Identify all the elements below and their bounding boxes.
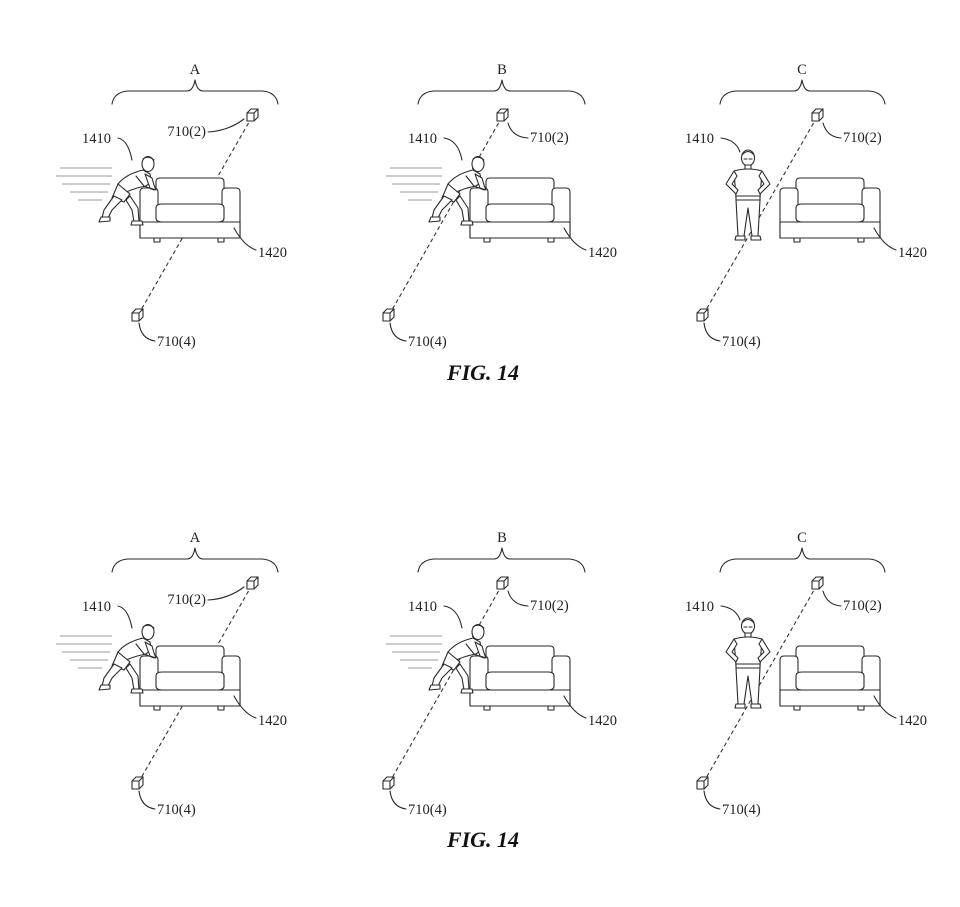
sensor-cube-icon bbox=[246, 576, 259, 590]
panel-label: C bbox=[797, 62, 807, 78]
person-label: 1410 bbox=[82, 599, 111, 615]
sensor-top-label: 710(2) bbox=[843, 130, 882, 146]
leader-line bbox=[117, 137, 133, 161]
sensor-bottom-label: 710(4) bbox=[722, 334, 761, 350]
leader-line bbox=[822, 590, 842, 607]
leader-line bbox=[389, 790, 407, 810]
sensor-top-label: 710(2) bbox=[167, 592, 206, 608]
leader-line bbox=[233, 227, 257, 251]
leader-line bbox=[207, 118, 245, 133]
leader-line bbox=[138, 790, 156, 810]
panel-b-1: B 710(2) 710(4) 1410 1420 bbox=[382, 530, 617, 818]
sensor-cube-icon bbox=[131, 776, 144, 790]
panel-a-1: A 710(2) 710(4) 1410 1420 bbox=[55, 530, 287, 818]
leader-line bbox=[703, 322, 721, 342]
couch-label: 1420 bbox=[588, 245, 617, 261]
panel-b-0: B 710(2) 710(4) 1410 1420 bbox=[382, 62, 617, 350]
couch-label: 1420 bbox=[258, 245, 287, 261]
leader-line bbox=[233, 695, 257, 719]
leader-line bbox=[720, 137, 741, 153]
brace-icon bbox=[719, 79, 886, 105]
brace-icon bbox=[417, 547, 586, 573]
panels-layer: A710(2)710(4)14101420B710(2)710(4)141014… bbox=[55, 62, 927, 818]
figure-caption-top: FIG. 14 bbox=[446, 360, 519, 385]
person-standing-icon bbox=[725, 617, 771, 709]
leader-line bbox=[703, 790, 721, 810]
sensor-link-line bbox=[387, 584, 503, 786]
leader-line bbox=[507, 122, 529, 139]
sensor-bottom-label: 710(4) bbox=[157, 802, 196, 818]
leader-line bbox=[873, 227, 897, 251]
leader-line bbox=[117, 605, 133, 629]
couch-label: 1420 bbox=[588, 713, 617, 729]
panel-label: B bbox=[497, 530, 507, 546]
sensor-cube-icon bbox=[382, 308, 395, 322]
leader-line bbox=[443, 605, 463, 629]
leader-line bbox=[873, 695, 897, 719]
person-label: 1410 bbox=[685, 599, 714, 615]
panel-label: B bbox=[497, 62, 507, 78]
couch-icon bbox=[779, 645, 881, 711]
panel-label: A bbox=[190, 530, 201, 546]
brace-icon bbox=[719, 547, 886, 573]
panel-a-0: A 710(2) 710(4) 1410 1420 bbox=[55, 62, 287, 350]
sensor-bottom-label: 710(4) bbox=[408, 802, 447, 818]
sensor-top-label: 710(2) bbox=[530, 598, 569, 614]
panel-label: A bbox=[190, 62, 201, 78]
couch-label: 1420 bbox=[258, 713, 287, 729]
person-standing-icon bbox=[725, 149, 771, 241]
sensor-cube-icon bbox=[696, 308, 709, 322]
sensor-top-label: 710(2) bbox=[167, 124, 206, 140]
leader-line bbox=[207, 586, 245, 601]
figure-caption-bottom: FIG. 14 bbox=[446, 827, 519, 852]
sensor-link-line bbox=[387, 116, 503, 318]
leader-line bbox=[720, 605, 741, 621]
leader-line bbox=[822, 122, 842, 139]
couch-icon bbox=[779, 177, 881, 243]
sensor-bottom-label: 710(4) bbox=[722, 802, 761, 818]
sensor-cube-icon bbox=[696, 776, 709, 790]
person-label: 1410 bbox=[408, 131, 437, 147]
brace-icon bbox=[111, 547, 279, 573]
sensor-bottom-label: 710(4) bbox=[157, 334, 196, 350]
couch-label: 1420 bbox=[898, 713, 927, 729]
leader-line bbox=[138, 322, 156, 342]
panel-label: C bbox=[797, 530, 807, 546]
sensor-cube-icon bbox=[382, 776, 395, 790]
sensor-top-label: 710(2) bbox=[530, 130, 569, 146]
sensor-bottom-label: 710(4) bbox=[408, 334, 447, 350]
brace-icon bbox=[111, 79, 279, 105]
sensor-cube-icon bbox=[811, 108, 824, 122]
brace-icon bbox=[417, 79, 586, 105]
sensor-cube-icon bbox=[246, 108, 259, 122]
leader-line bbox=[443, 137, 463, 161]
person-label: 1410 bbox=[82, 131, 111, 147]
sensor-cube-icon bbox=[811, 576, 824, 590]
leader-line bbox=[563, 227, 587, 251]
sensor-top-label: 710(2) bbox=[843, 598, 882, 614]
person-label: 1410 bbox=[408, 599, 437, 615]
leader-line bbox=[389, 322, 407, 342]
leader-line bbox=[507, 590, 529, 607]
panel-c-1: C 710(2) 710(4) 1410 1420 bbox=[685, 530, 927, 818]
panel-c-0: C 710(2) 710(4) 1410 1420 bbox=[685, 62, 927, 350]
sensor-cube-icon bbox=[496, 576, 509, 590]
sensor-cube-icon bbox=[131, 308, 144, 322]
sensor-cube-icon bbox=[496, 108, 509, 122]
person-label: 1410 bbox=[685, 131, 714, 147]
couch-label: 1420 bbox=[898, 245, 927, 261]
leader-line bbox=[563, 695, 587, 719]
